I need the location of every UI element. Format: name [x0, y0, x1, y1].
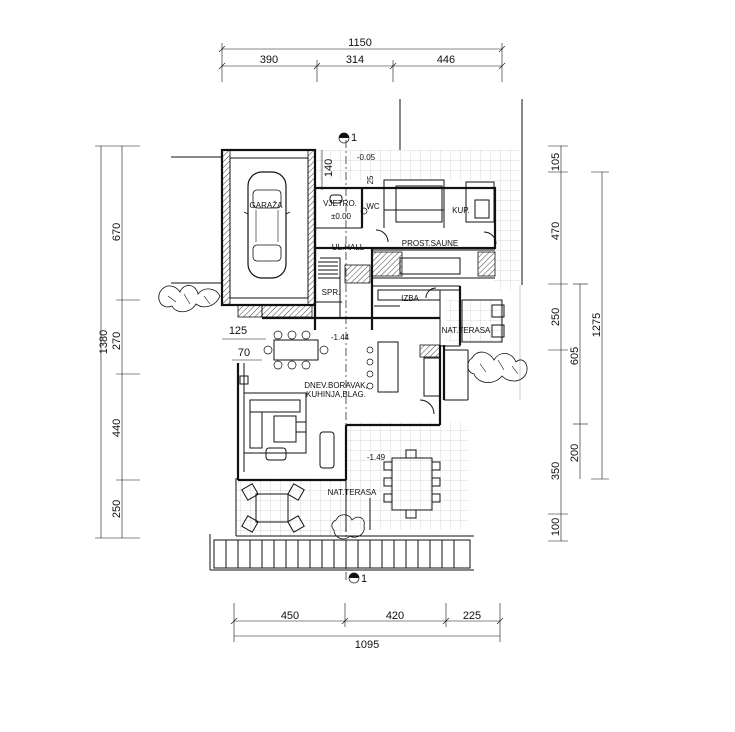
- left-dim-3: 440: [111, 419, 123, 437]
- left-dimension-lines: [95, 145, 140, 539]
- offset-dim-25: 25: [366, 175, 375, 184]
- shrub-east: [467, 351, 528, 383]
- east-terrace-paving: [446, 300, 502, 342]
- right-inner-dim-3: 250: [550, 308, 562, 326]
- offset-dim-140: 140: [323, 159, 335, 177]
- bath-label: KUP.: [452, 206, 470, 215]
- left-dim-2: 270: [111, 332, 123, 350]
- left-dim-1: 670: [111, 223, 123, 241]
- offset-dim-125: 125: [229, 325, 247, 337]
- hall-label: UL.HALL: [332, 243, 365, 252]
- north-paving: [315, 150, 520, 180]
- top-total-dim: 1150: [348, 37, 372, 49]
- section-marker-top-icon: [338, 132, 350, 144]
- east-paving: [494, 180, 520, 290]
- left-total-dim: 1380: [98, 330, 110, 354]
- right-inner-dim-5: 100: [550, 518, 562, 536]
- wc-label: WC: [366, 202, 380, 211]
- section-marker-bottom-icon: [348, 572, 360, 584]
- living-area: [236, 301, 442, 482]
- south-terrace-label: NAT.TERASA: [328, 488, 377, 497]
- garage-label: GARAŽA: [250, 201, 284, 210]
- east-terrace-label: NAT.TERASA: [442, 326, 491, 335]
- living-level: -1.44: [331, 333, 350, 342]
- storage-label: SPR.: [322, 288, 341, 297]
- steps-stair: [318, 261, 338, 279]
- top-dim-1: 390: [260, 54, 278, 66]
- bottom-dimension-lines: [230, 603, 504, 642]
- bottom-dim-3: 225: [463, 610, 481, 622]
- right-inner-dim-4: 350: [550, 462, 562, 480]
- site-boundary: [171, 99, 523, 571]
- vjetro-label: VJETRO.: [323, 199, 357, 208]
- right-inner-dim-2: 470: [550, 222, 562, 240]
- living-label-1: DNEV.BORAVAK,: [304, 381, 367, 390]
- top-dim-3: 446: [437, 54, 455, 66]
- top-dimension-lines: [218, 43, 506, 82]
- section-mark-top: 1: [351, 132, 357, 144]
- right-mid-dim-1: 605: [569, 347, 581, 365]
- left-dim-4: 250: [111, 500, 123, 518]
- north-rooms: [313, 179, 497, 347]
- north-level: -0.05: [357, 153, 376, 162]
- izba-label: IZBA: [401, 294, 419, 303]
- east-terrace: [442, 299, 505, 401]
- right-mid-dim-2: 200: [569, 444, 581, 462]
- right-outer-dim: 1275: [591, 313, 603, 337]
- terrace-paving: [346, 422, 468, 530]
- right-inner-dim-1: 105: [550, 153, 562, 171]
- living-label-2: KUHINJA,BLAG.: [306, 390, 366, 399]
- shrub-west: [158, 285, 221, 313]
- bottom-total-dim: 1095: [355, 639, 379, 651]
- south-terrace: [235, 449, 474, 537]
- entry-level: ±0.00: [331, 212, 352, 221]
- right-dimension-lines: [548, 145, 609, 542]
- top-dim-2: 314: [346, 54, 364, 66]
- shrub-south: [331, 514, 365, 540]
- bottom-dim-1: 450: [281, 610, 299, 622]
- sauna-label: PROST.SAUNE: [402, 239, 458, 248]
- terrace-level: -1.49: [367, 453, 386, 462]
- column-mark: [239, 375, 249, 385]
- steps-south: [213, 539, 471, 569]
- car-icon: [243, 171, 291, 279]
- section-mark-bottom: 1: [361, 573, 367, 585]
- bottom-dim-2: 420: [386, 610, 404, 622]
- offset-dim-70: 70: [238, 347, 250, 359]
